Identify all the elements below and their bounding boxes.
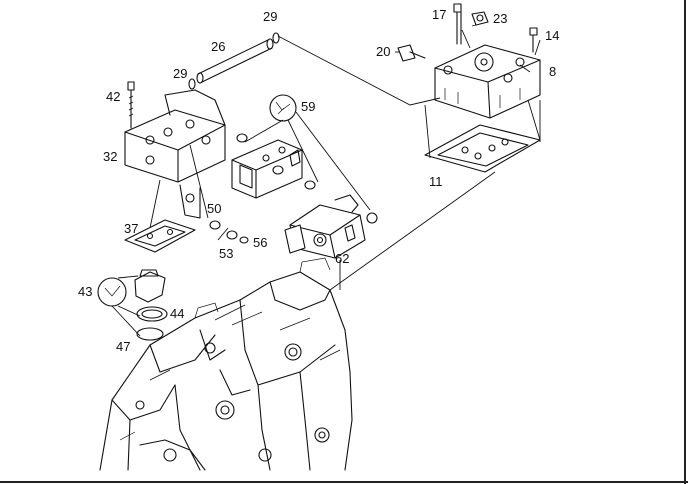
leader-lines <box>111 24 541 337</box>
callout-26: 26 <box>211 39 225 54</box>
callout-44: 44 <box>170 306 184 321</box>
part-8-top-cover <box>434 44 541 119</box>
callout-20: 20 <box>376 44 390 59</box>
callout-29-top: 29 <box>263 9 277 24</box>
part-20-fitting <box>397 44 426 62</box>
part-62-valve-assembly <box>284 194 378 259</box>
part-29-o-ring-top <box>272 32 280 44</box>
part-53-seal <box>226 230 238 240</box>
callout-50: 50 <box>207 201 221 216</box>
right-border <box>684 0 686 484</box>
part-42-bolt <box>127 81 135 129</box>
part-56-clip <box>239 236 249 244</box>
part-32-cover-block <box>124 89 226 219</box>
callout-43: 43 <box>78 284 92 299</box>
part-14-bolt <box>529 27 538 53</box>
callout-8: 8 <box>549 64 556 79</box>
callout-23: 23 <box>493 11 507 26</box>
callout-56: 56 <box>253 235 267 250</box>
callout-59: 59 <box>301 99 315 114</box>
callout-62: 62 <box>335 251 349 266</box>
part-50-washer <box>209 220 221 230</box>
part-47-o-ring <box>136 327 164 341</box>
callout-11: 11 <box>429 174 443 189</box>
callout-53: 53 <box>219 246 233 261</box>
part-26-tube <box>196 38 274 84</box>
callout-29-left: 29 <box>173 66 187 81</box>
part-11-gasket <box>424 124 541 173</box>
part-37-gasket <box>124 219 196 253</box>
bottom-border <box>0 481 688 483</box>
main-housing <box>99 257 353 471</box>
callout-14: 14 <box>545 28 559 43</box>
callout-17: 17 <box>432 7 446 22</box>
part-29-o-ring-left <box>188 78 196 90</box>
callout-32: 32 <box>103 149 117 164</box>
part-23-plug <box>471 11 489 26</box>
callouts: 29 26 29 42 32 59 17 23 14 20 8 11 50 37… <box>78 7 559 354</box>
part-17-bolt <box>453 3 462 45</box>
callout-37: 37 <box>124 221 138 236</box>
part-43-sensor <box>97 269 166 307</box>
part-59-plate-group <box>231 94 316 199</box>
callout-47: 47 <box>116 339 130 354</box>
callout-42: 42 <box>106 89 120 104</box>
part-44-seal-ring <box>136 306 168 322</box>
